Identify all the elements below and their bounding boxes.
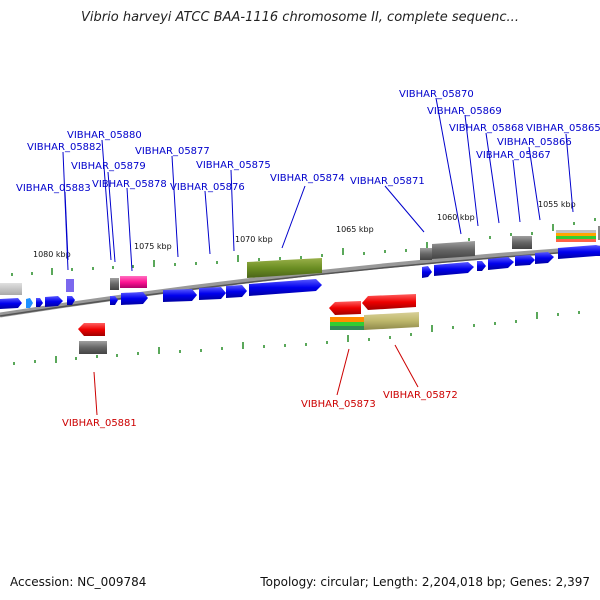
label-leaders-top [62,97,574,272]
gene-label: VIBHAR_05867 [476,150,551,161]
gene-label: VIBHAR_05881 [62,418,137,429]
gene-label: VIBHAR_05869 [427,106,502,117]
gene-arrow [121,292,148,305]
gene-label: VIBHAR_05874 [270,173,345,184]
gene-arrow [249,279,322,296]
map-title: Vibrio harveyi ATCC BAA-1116 chromosome … [81,10,519,25]
gene-label: VIBHAR_05865 [526,123,600,134]
pink-feature [120,276,147,288]
scale-ticks-lower [13,311,580,365]
gene-arrow [26,298,33,308]
gene-label: VIBHAR_05878 [92,179,167,190]
gene-label: VIBHAR_05883 [16,183,91,194]
kbp-label: 1075 kbp [134,242,172,251]
label-leaders-bottom [93,344,419,416]
gene-arrow [199,287,226,300]
gene-arrow [535,252,554,264]
olive-feature [247,258,322,278]
gene-arrow [422,266,432,278]
gene-label: VIBHAR_05868 [449,123,524,134]
chromosome-backbone [0,245,600,318]
forward-genes [0,245,600,309]
gene-label: VIBHAR_05877 [135,146,210,157]
gene-arrow [477,261,486,271]
kbp-label: 1070 kbp [235,235,273,244]
gene-arrow [110,296,118,305]
kbp-label: 1055 kbp [538,200,576,209]
gene-arrow [0,298,22,309]
gene-label: VIBHAR_05876 [170,182,245,193]
gene-label: VIBHAR_05879 [71,161,146,172]
gene-arrow [488,257,514,270]
gene-arrow [36,298,43,307]
kbp-label: 1065 kbp [336,225,374,234]
gene-arrow [226,285,247,298]
gene-label: VIBHAR_05872 [383,390,458,401]
gene-arrow [434,262,474,276]
gene-arrow [45,296,63,307]
gene-label: VIBHAR_05882 [27,142,102,153]
gene-label: VIBHAR_05866 [497,137,572,148]
gene-arrow [329,301,361,315]
reverse-genes [78,294,416,336]
kbp-label: 1060 kbp [437,213,475,222]
gene-label: VIBHAR_05873 [301,399,376,410]
khaki-feature [364,312,419,330]
gene-arrow [515,255,535,266]
accession-text: Accession: NC_009784 [10,575,147,589]
gene-label: VIBHAR_05880 [67,130,142,141]
gene-arrow [78,323,105,336]
kbp-label: 1080 kbp [33,250,71,259]
gene-arrow [67,296,75,305]
gene-label: VIBHAR_05870 [399,89,474,100]
topology-text: Topology: circular; Length: 2,204,018 bp… [260,575,590,589]
gene-arrow [558,245,600,259]
forward-features [0,226,600,295]
reverse-features [79,312,419,354]
gene-label: VIBHAR_05871 [350,176,425,187]
gene-label: VIBHAR_05875 [196,160,271,171]
gene-arrow [362,294,416,310]
gene-arrow [163,289,197,302]
